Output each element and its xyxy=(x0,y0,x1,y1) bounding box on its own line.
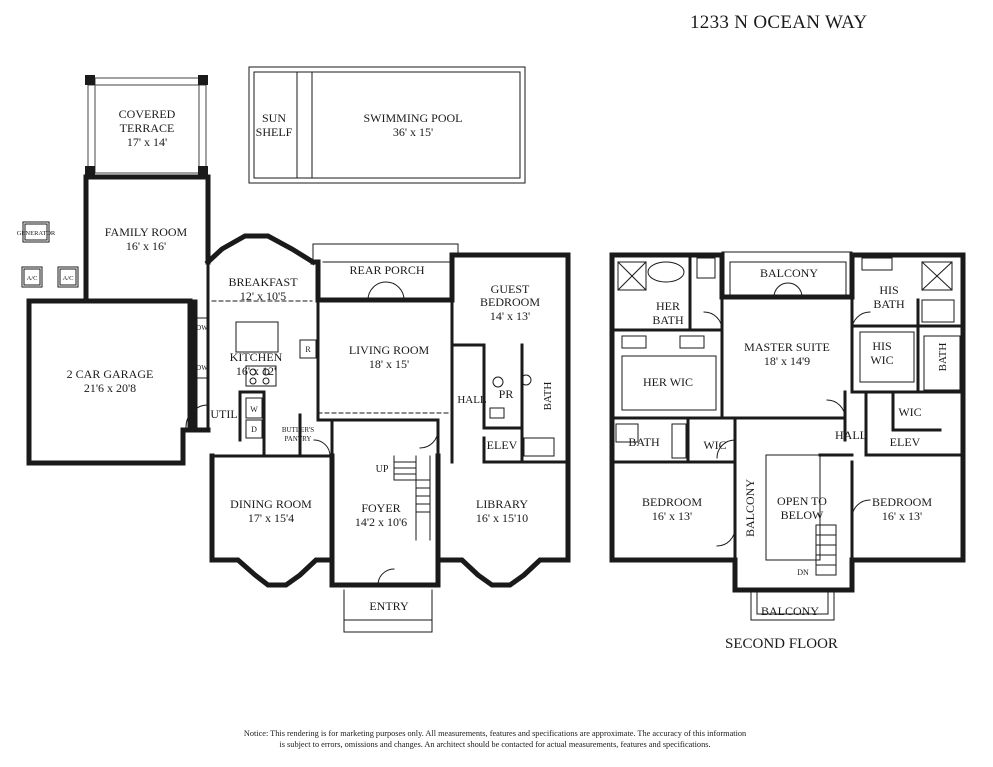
wic-right-label: WIC xyxy=(898,405,921,419)
guest-bedroom-size: 14' x 13' xyxy=(490,309,530,323)
his-bath-name2: BATH xyxy=(873,297,905,311)
balcony-top-label: BALCONY xyxy=(760,266,818,280)
ac2-label: A/C xyxy=(63,275,74,282)
library-name: LIBRARY xyxy=(476,497,528,511)
his-bath-name1: HIS xyxy=(879,283,898,297)
guest-bedroom-name2: BEDROOM xyxy=(480,295,540,309)
equipment-pads xyxy=(21,221,79,288)
bedroom-right-name: BEDROOM xyxy=(872,495,932,509)
butlers-pantry-name2: PANTRY xyxy=(285,435,312,443)
plan-title: 1233 N OCEAN WAY xyxy=(690,12,868,33)
covered-terrace-outline xyxy=(87,77,207,174)
util-label: UTIL xyxy=(210,407,237,421)
r-label: R xyxy=(305,345,311,354)
balcony-side-label: BALCONY xyxy=(743,479,757,537)
family-room-size: 16' x 16' xyxy=(126,239,166,253)
master-suite-size: 18' x 14'9 xyxy=(764,354,810,368)
garage-name: 2 CAR GARAGE xyxy=(67,367,154,381)
family-room-name: FAMILY ROOM xyxy=(105,225,188,239)
wic-left-label: WIC xyxy=(703,438,726,452)
master-suite-name: MASTER SUITE xyxy=(744,340,830,354)
library-size: 16' x 15'10 xyxy=(476,511,528,525)
her-bath-name2: BATH xyxy=(652,313,684,327)
first-floor-interior-walls xyxy=(206,260,570,464)
her-wic-label: HER WIC xyxy=(643,375,693,389)
his-wic-name2: WIC xyxy=(870,353,893,367)
his-wic-name1: HIS xyxy=(872,339,891,353)
first-floor-details xyxy=(185,243,555,633)
elev-label-first: ELEV xyxy=(487,438,518,452)
pr-label: PR xyxy=(499,387,514,401)
pool-size: 36' x 15' xyxy=(393,125,433,139)
living-room-name: LIVING ROOM xyxy=(349,343,430,357)
dn-label: DN xyxy=(797,568,809,577)
second-floor-details xyxy=(615,251,961,621)
hall-label-second: HALL xyxy=(835,428,867,442)
kitchen-name: KITCHEN xyxy=(230,350,283,364)
kitchen-size: 16' x 12' xyxy=(236,364,276,378)
breakfast-size: 12' x 10'5 xyxy=(240,289,286,303)
open-to-below-name2: BELOW xyxy=(781,508,824,522)
her-bath-name1: HER xyxy=(656,299,680,313)
dining-room-name: DINING ROOM xyxy=(230,497,312,511)
breakfast-name: BREAKFAST xyxy=(228,275,298,289)
dw1-label: DW xyxy=(196,324,208,332)
up-label: UP xyxy=(376,464,389,475)
open-to-below-name1: OPEN TO xyxy=(777,494,827,508)
living-room-size: 18' x 15' xyxy=(369,357,409,371)
entry-label: ENTRY xyxy=(369,599,409,613)
sun-shelf-name1: SUN xyxy=(262,111,286,125)
bedroom-left-name: BEDROOM xyxy=(642,495,702,509)
garage-size: 21'6 x 20'8 xyxy=(84,381,136,395)
covered-terrace-size: 17' x 14' xyxy=(127,135,167,149)
bath-left-label: BATH xyxy=(628,435,660,449)
bedroom-left-size: 16' x 13' xyxy=(652,509,692,523)
notice-line-1: Notice: This rendering is for marketing … xyxy=(243,729,747,738)
generator-label: GENERATOR xyxy=(17,230,56,237)
balcony-bottom-label: BALCONY xyxy=(761,604,819,618)
second-floor-label: SECOND FLOOR xyxy=(725,636,838,652)
sun-shelf-name2: SHELF xyxy=(256,125,293,139)
bath-right-label: BATH xyxy=(937,343,949,372)
bedroom-right-size: 16' x 13' xyxy=(882,509,922,523)
marketing-notice: Notice: This rendering is for marketing … xyxy=(200,728,790,750)
bath-label-first: BATH xyxy=(542,382,554,411)
dw2-label: DW xyxy=(196,364,208,372)
butlers-pantry-name1: BUTLER'S xyxy=(282,426,314,434)
covered-terrace-name1: COVERED xyxy=(119,107,176,121)
foyer-name: FOYER xyxy=(361,501,400,515)
w-label: W xyxy=(250,405,258,414)
hall-label-first: HALL xyxy=(457,394,487,406)
rear-porch-label: REAR PORCH xyxy=(349,263,424,277)
swimming-pool-outline xyxy=(248,66,526,184)
covered-terrace-name2: TERRACE xyxy=(120,121,175,135)
d-label: D xyxy=(251,425,257,434)
foyer-size: 14'2 x 10'6 xyxy=(355,515,407,529)
notice-line-2: is subject to errors, omissions and chan… xyxy=(279,740,711,749)
second-floor-interior-walls xyxy=(610,253,965,592)
pool-name: SWIMMING POOL xyxy=(364,111,463,125)
elev-label-second: ELEV xyxy=(890,435,921,449)
guest-bedroom-name1: GUEST xyxy=(491,282,530,296)
dining-room-size: 17' x 15'4 xyxy=(248,511,294,525)
ac1-label: A/C xyxy=(27,275,38,282)
terrace-columns xyxy=(85,75,208,176)
